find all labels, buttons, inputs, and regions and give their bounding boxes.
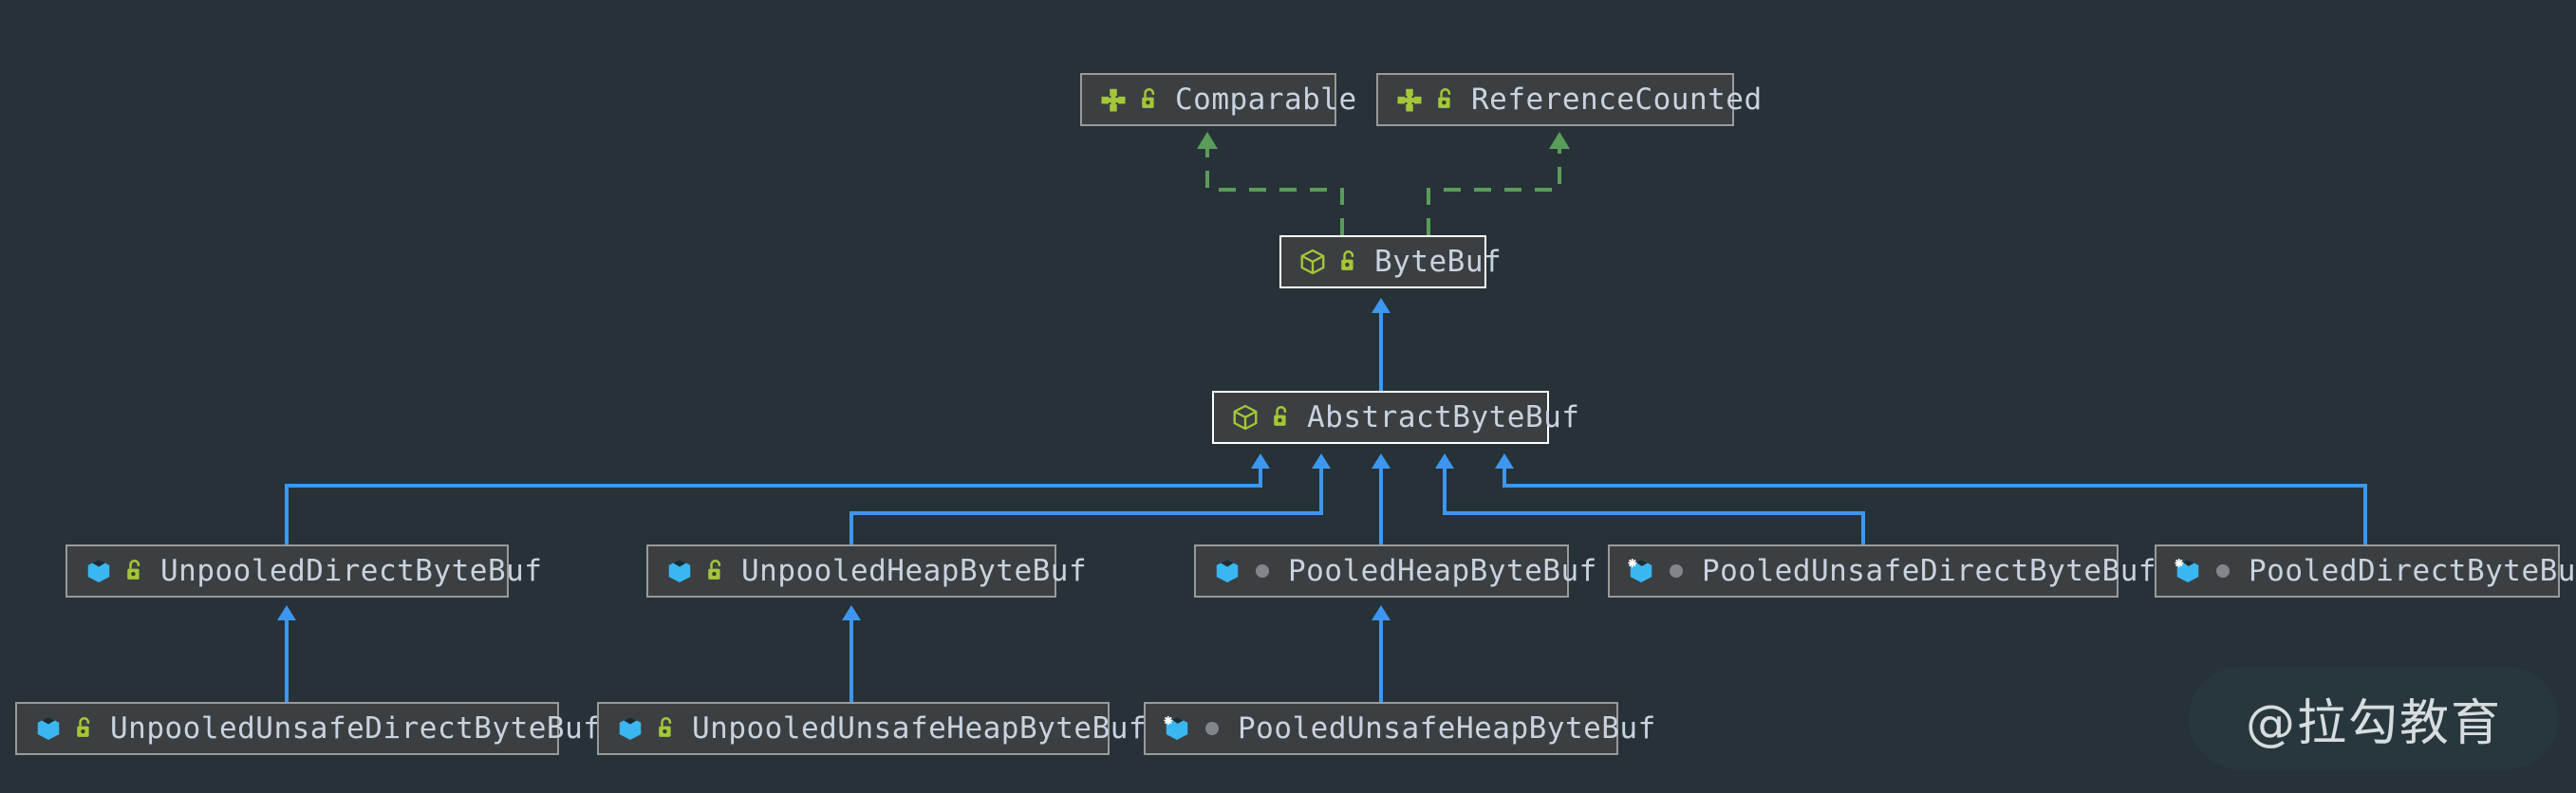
watermark-badge: @拉勾教育	[2189, 667, 2559, 769]
edge-unpooledheap-abstractbytebuf	[849, 453, 1331, 544]
class-node-label: PooledHeapByteBuf	[1288, 553, 1597, 588]
class-node-unpooleddirect[interactable]: UnpooledDirectByteBuf	[65, 544, 542, 598]
edge-pooledunsafedirect-abstractbytebuf	[1435, 453, 1865, 544]
unlock-icon	[127, 560, 140, 580]
class-icon	[668, 560, 691, 582]
edge-bytebuf-comparable	[1197, 132, 1344, 235]
class-node-unpooledunsafeheap[interactable]: UnpooledUnsafeHeapByteBuf	[597, 702, 1147, 755]
class-icon	[1216, 560, 1239, 582]
class-icon	[37, 717, 60, 740]
class-icon	[87, 560, 110, 582]
interface-icon	[1101, 88, 1126, 112]
class-node-label: PooledDirectByteBuf	[2249, 553, 2576, 588]
edge-unpooleddirect-abstractbytebuf	[285, 453, 1270, 544]
class-node-pooleddirect[interactable]: PooledDirectByteBuf	[2155, 544, 2576, 598]
class-node-label: ByteBuf	[1374, 244, 1503, 279]
class-node-referencecounted[interactable]: ReferenceCounted	[1376, 73, 1762, 126]
final-class-icon	[1628, 558, 1652, 582]
final-class-icon	[1164, 715, 1188, 740]
abstract-class-icon	[1233, 404, 1258, 431]
class-node-pooledheap[interactable]: PooledHeapByteBuf	[1194, 544, 1596, 598]
unlock-icon	[708, 560, 721, 580]
edge-bytebuf-referencecounted	[1427, 132, 1570, 235]
class-node-unpooledunsafedirect[interactable]: UnpooledUnsafeDirectByteBuf	[15, 702, 601, 755]
class-node-label: UnpooledUnsafeDirectByteBuf	[110, 710, 602, 746]
class-node-label: UnpooledUnsafeHeapByteBuf	[692, 710, 1148, 746]
package-dot-icon	[2216, 564, 2230, 578]
abstract-class-icon	[1300, 249, 1325, 275]
class-icon	[619, 717, 642, 740]
class-node-label: UnpooledDirectByteBuf	[160, 553, 543, 588]
class-node-label: UnpooledHeapByteBuf	[741, 553, 1088, 588]
package-dot-icon	[1205, 722, 1219, 735]
watermark-text: @拉勾教育	[2245, 694, 2502, 752]
unlock-icon	[1274, 406, 1287, 426]
class-node-unpooledheap[interactable]: UnpooledHeapByteBuf	[646, 544, 1087, 598]
package-dot-icon	[1256, 564, 1269, 578]
interface-icon	[1397, 88, 1422, 112]
class-node-comparable[interactable]: Comparable	[1080, 73, 1356, 126]
unlock-icon	[1142, 88, 1155, 108]
class-node-label: PooledUnsafeHeapByteBuf	[1238, 710, 1656, 746]
class-node-pooledunsafedirect[interactable]: PooledUnsafeDirectByteBuf	[1608, 544, 2156, 598]
class-node-label: Comparable	[1175, 82, 1357, 117]
class-node-label: AbstractByteBuf	[1307, 399, 1580, 434]
class-node-abstractbytebuf[interactable]: AbstractByteBuf	[1212, 391, 1579, 444]
class-node-label: PooledUnsafeDirectByteBuf	[1702, 553, 2157, 588]
unlock-icon	[659, 717, 672, 737]
unlock-icon	[1438, 88, 1451, 108]
final-class-icon	[2175, 558, 2199, 582]
package-dot-icon	[1670, 564, 1683, 578]
edge-pooleddirect-abstractbytebuf	[1495, 453, 2367, 544]
class-node-bytebuf[interactable]: ByteBuf	[1279, 235, 1502, 288]
unlock-icon	[77, 717, 90, 737]
class-node-pooledunsafeheap[interactable]: PooledUnsafeHeapByteBuf	[1144, 702, 1655, 755]
unlock-icon	[1341, 250, 1354, 270]
class-node-label: ReferenceCounted	[1471, 82, 1763, 117]
